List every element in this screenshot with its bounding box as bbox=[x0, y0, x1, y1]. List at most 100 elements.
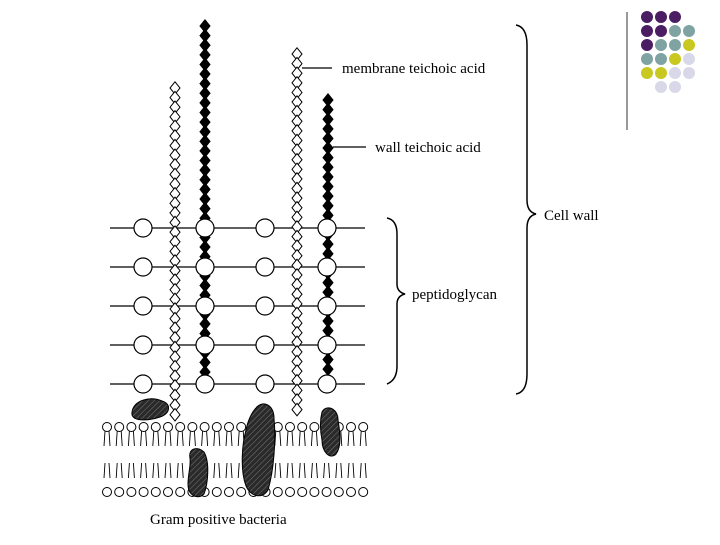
lipid-tail bbox=[103, 430, 111, 447]
peptidoglycan-node bbox=[317, 257, 337, 277]
lipid-tail bbox=[274, 430, 282, 447]
lipid-head bbox=[285, 487, 295, 497]
lipid-head bbox=[102, 422, 112, 432]
decorative-dot bbox=[669, 25, 681, 37]
decorative-dot bbox=[669, 39, 681, 51]
label-wall-teichoic-acid: wall teichoic acid bbox=[375, 140, 481, 156]
membrane-teichoic-acid-chain-left bbox=[169, 81, 181, 422]
decorative-dot-grid bbox=[641, 11, 695, 93]
lipid-tail bbox=[347, 430, 355, 447]
lipid-tail bbox=[225, 462, 233, 479]
lipid-head bbox=[285, 422, 295, 432]
lipid-head bbox=[358, 422, 369, 432]
decorative-dot bbox=[641, 11, 653, 23]
lipid-tail bbox=[310, 430, 318, 447]
cytoplasmic-membrane bbox=[102, 422, 369, 497]
decorative-dot bbox=[655, 53, 667, 65]
lipid-head bbox=[224, 487, 234, 497]
lipid-tail bbox=[335, 462, 343, 479]
peptidoglycan-node bbox=[133, 257, 153, 277]
lipid-tail bbox=[127, 462, 135, 479]
peptidoglycan-node bbox=[195, 257, 215, 277]
lipid-head bbox=[163, 422, 173, 432]
peptidoglycan-node bbox=[255, 218, 275, 238]
membrane-teichoic-acid-chain-right bbox=[291, 47, 303, 417]
lipid-head bbox=[224, 422, 234, 432]
lipid-head bbox=[150, 422, 161, 432]
lipid-head bbox=[126, 422, 137, 432]
diagram-labels: membrane teichoic acid wall teichoic aci… bbox=[150, 61, 599, 528]
lipid-tail bbox=[164, 430, 172, 447]
membrane-proteins bbox=[131, 398, 341, 498]
peptidoglycan-node bbox=[317, 374, 337, 394]
peptidoglycan-node bbox=[195, 296, 215, 316]
decorative-dot bbox=[683, 53, 695, 65]
membrane-protein-1 bbox=[131, 398, 169, 421]
lipid-head bbox=[358, 487, 369, 497]
label-leader-lines bbox=[302, 67, 366, 148]
peptidoglycan-brace bbox=[386, 217, 406, 385]
lipid-head bbox=[309, 422, 320, 432]
lipid-head bbox=[114, 422, 125, 432]
decorative-dot bbox=[655, 67, 667, 79]
lipid-tail bbox=[140, 462, 148, 479]
lipid-head bbox=[346, 422, 356, 432]
peptidoglycan-node bbox=[195, 335, 215, 355]
decorative-dot bbox=[655, 81, 667, 93]
lipid-tail bbox=[310, 462, 318, 479]
lipid-head bbox=[138, 422, 149, 432]
peptidoglycan-node bbox=[133, 374, 153, 394]
lipid-tail bbox=[213, 430, 221, 447]
peptidoglycan-node bbox=[317, 296, 337, 316]
lipid-tail bbox=[176, 430, 184, 447]
decorative-dot bbox=[641, 25, 653, 37]
lipid-tail bbox=[115, 462, 123, 479]
lipid-head bbox=[321, 487, 332, 497]
braces bbox=[386, 24, 537, 395]
lipid-head bbox=[138, 487, 149, 497]
lipid-tail bbox=[103, 462, 111, 479]
teichoic-acid-chains bbox=[169, 19, 334, 422]
lipid-tail bbox=[225, 430, 233, 447]
lipid-head bbox=[309, 487, 320, 497]
peptidoglycan-node bbox=[255, 335, 275, 355]
peptidoglycan-node bbox=[195, 218, 215, 238]
lipid-head bbox=[126, 487, 137, 497]
peptidoglycan-node bbox=[317, 218, 337, 238]
lipid-tail bbox=[201, 430, 209, 447]
lipid-tail bbox=[323, 462, 331, 479]
peptidoglycan-node bbox=[255, 296, 275, 316]
lipid-tail bbox=[115, 430, 123, 447]
decorative-dot bbox=[683, 25, 695, 37]
label-membrane-teichoic-acid: membrane teichoic acid bbox=[342, 61, 486, 77]
lipid-tail bbox=[127, 430, 135, 447]
lipid-head bbox=[272, 487, 283, 497]
lipid-head bbox=[211, 487, 222, 497]
decorative-dot bbox=[655, 39, 667, 51]
lipid-tail bbox=[359, 462, 367, 479]
peptidoglycan-nodes bbox=[133, 218, 337, 394]
decorative-dot bbox=[641, 53, 653, 65]
lipid-tail bbox=[213, 462, 221, 479]
lipid-head bbox=[150, 487, 161, 497]
peptidoglycan-node bbox=[317, 335, 337, 355]
decorative-dot bbox=[683, 67, 695, 79]
lipid-tail bbox=[298, 430, 306, 447]
decorative-dot bbox=[641, 67, 653, 79]
decorative-dot bbox=[669, 67, 681, 79]
label-cell-wall: Cell wall bbox=[544, 208, 599, 224]
lipid-head bbox=[297, 487, 308, 497]
lipid-head bbox=[187, 422, 198, 432]
peptidoglycan-node bbox=[133, 335, 153, 355]
lipid-head bbox=[211, 422, 222, 432]
label-peptidoglycan: peptidoglycan bbox=[412, 287, 497, 303]
wall-teichoic-acid-chain-left bbox=[199, 19, 211, 379]
lipid-tail bbox=[286, 430, 294, 447]
decorative-dot bbox=[669, 81, 681, 93]
peptidoglycan-node bbox=[195, 374, 215, 394]
lipid-tail bbox=[140, 430, 148, 447]
lipid-tail bbox=[347, 462, 355, 479]
peptidoglycan-node bbox=[255, 374, 275, 394]
